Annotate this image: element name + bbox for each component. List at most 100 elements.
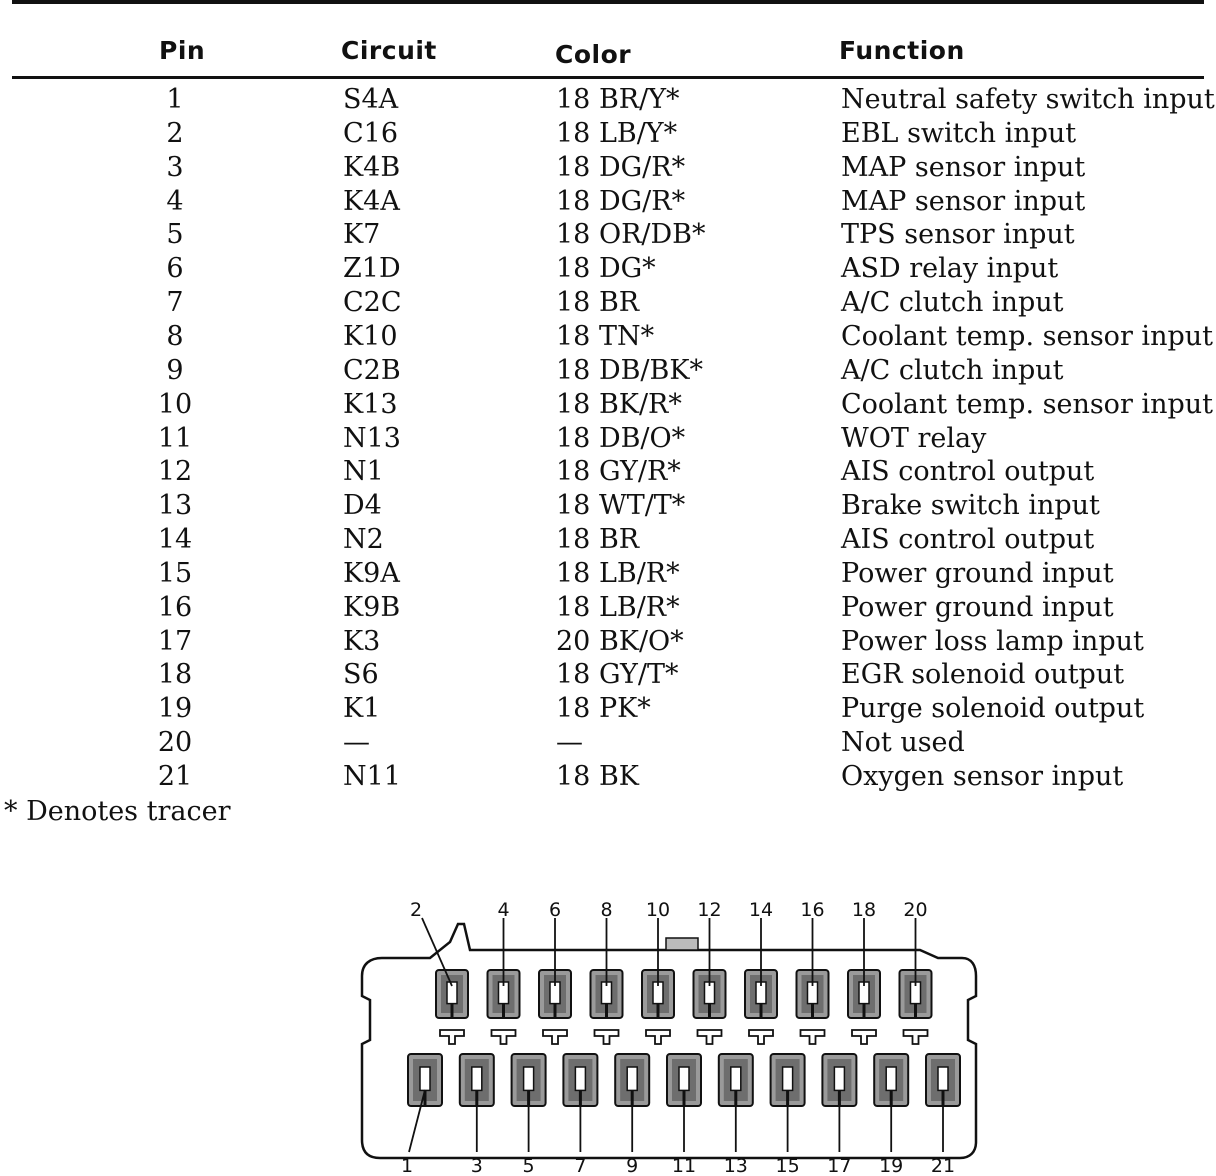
- circuit-cell: —: [343, 727, 370, 759]
- circuit-cell: K4A: [343, 185, 400, 217]
- pin-cell: 7: [166, 287, 184, 319]
- function-cell: EGR solenoid output: [841, 659, 1125, 691]
- color-cell: 18 DB/BK*: [556, 354, 704, 386]
- color-cell: 18 BK: [556, 761, 639, 792]
- function-cell: AIS control output: [841, 456, 1095, 488]
- function-cell: Power ground input: [841, 557, 1114, 589]
- function-cell: A/C clutch input: [841, 354, 1064, 386]
- header-pin: Pin: [159, 36, 206, 65]
- circuit-cell: N11: [343, 761, 401, 792]
- color-cell: 18 LB/Y*: [556, 117, 678, 149]
- function-cell: Not used: [841, 727, 965, 759]
- pin-label-4: 4: [497, 899, 509, 921]
- leader-line: [408, 1089, 426, 1153]
- color-cell: 18 LB/R*: [556, 591, 680, 623]
- pin-cell: 14: [157, 524, 193, 556]
- pin-label-3: 3: [471, 1155, 483, 1176]
- key-tab: [593, 1029, 620, 1045]
- terminal-pin-2: [435, 969, 469, 1019]
- color-cell: 18 GY/T*: [556, 659, 679, 691]
- circuit-cell: Z1D: [343, 253, 401, 285]
- function-cell: Brake switch input: [841, 490, 1100, 522]
- circuit-cell: K13: [343, 388, 398, 420]
- terminal-pin-10: [641, 969, 675, 1019]
- pin-label-13: 13: [724, 1155, 748, 1176]
- key-tab: [439, 1029, 465, 1045]
- pin-label-2: 2: [410, 899, 422, 921]
- color-cell: 18 DG/R*: [556, 185, 686, 217]
- function-cell: AIS control output: [841, 524, 1095, 556]
- color-cell: 18 DG*: [556, 253, 656, 285]
- circuit-cell: N1: [343, 456, 384, 488]
- table-row: 20 — — Not used: [0, 727, 1216, 761]
- pin-label-6: 6: [549, 899, 561, 921]
- pin-label-21: 21: [931, 1155, 955, 1176]
- function-cell: Power loss lamp input: [841, 625, 1144, 657]
- pin-label-1: 1: [401, 1155, 413, 1176]
- pin-cell: 17: [157, 625, 193, 657]
- circuit-cell: C16: [343, 117, 399, 149]
- pin-cell: 13: [157, 490, 193, 522]
- color-cell: 18 TN*: [556, 320, 655, 352]
- pin-cell: 6: [166, 253, 184, 285]
- header-function: Function: [839, 36, 965, 65]
- circuit-cell: K1: [343, 693, 381, 725]
- pin-label-10: 10: [646, 899, 670, 921]
- key-tab: [490, 1029, 517, 1045]
- header-color: Color: [555, 40, 632, 69]
- pin-cell: 20: [157, 727, 193, 759]
- function-cell: Coolant temp. sensor input: [841, 388, 1213, 420]
- circuit-cell: K3: [343, 625, 381, 657]
- color-cell: 20 BK/O*: [556, 625, 684, 657]
- terminal-pin-14: [744, 969, 778, 1019]
- function-cell: ASD relay input: [841, 253, 1059, 285]
- circuit-cell: K9A: [343, 557, 400, 589]
- color-cell: 18 PK*: [556, 693, 651, 725]
- circuit-cell: K9B: [343, 591, 401, 623]
- key-tab: [799, 1029, 826, 1045]
- pin-label-5: 5: [523, 1155, 535, 1176]
- function-cell: TPS sensor input: [841, 219, 1075, 251]
- color-cell: 18 WT/T*: [556, 490, 686, 522]
- circuit-cell: S6: [343, 659, 379, 691]
- pin-cell: 10: [157, 388, 193, 420]
- circuit-cell: S4A: [343, 84, 399, 115]
- color-cell: 18 OR/DB*: [556, 219, 706, 251]
- pin-cell: 16: [157, 591, 193, 623]
- function-cell: Power ground input: [841, 591, 1114, 623]
- pin-cell: 12: [157, 456, 193, 488]
- header-circuit: Circuit: [341, 36, 437, 65]
- pin-cell: 21: [157, 761, 193, 792]
- pin-cell: 8: [166, 320, 184, 352]
- leader-line: [421, 917, 453, 987]
- pin-cell: 1: [166, 84, 184, 115]
- color-cell: 18 BR: [556, 287, 640, 319]
- key-tab: [902, 1029, 929, 1045]
- pin-label-9: 9: [626, 1155, 638, 1176]
- color-cell: 18 DG/R*: [556, 151, 686, 183]
- pin-label-11: 11: [672, 1155, 696, 1176]
- key-tab: [645, 1029, 671, 1045]
- pin-label-14: 14: [749, 899, 773, 921]
- pin-cell: 15: [157, 557, 193, 589]
- table-row: 6 Z1D 18 DG* ASD relay input: [0, 253, 1216, 287]
- footnote: * Denotes tracer: [4, 796, 231, 827]
- color-cell: —: [556, 727, 583, 759]
- terminal-pin-12: [692, 969, 727, 1019]
- pin-label-20: 20: [903, 899, 927, 921]
- pin-cell: 2: [166, 117, 184, 149]
